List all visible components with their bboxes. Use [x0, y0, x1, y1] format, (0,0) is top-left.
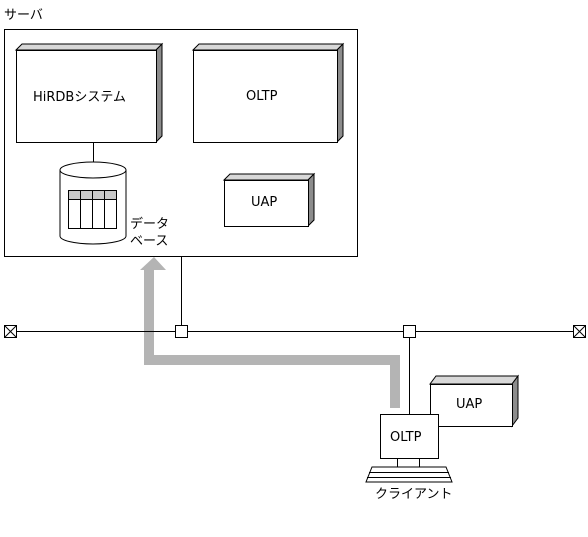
server-network-tap — [175, 325, 188, 338]
client-uap-label: UAP — [456, 397, 483, 412]
server-label: サーバ — [4, 8, 43, 23]
database-label-line2: ベース — [130, 234, 169, 249]
client-terminal-icon — [365, 459, 453, 483]
database-label-line1: データ — [130, 217, 170, 232]
terminator-right-icon — [573, 325, 586, 338]
hirdb-system-box — [14, 42, 164, 144]
server-oltp-box — [191, 42, 345, 144]
client-oltp-label: OLTP — [390, 430, 422, 445]
client-oltp-box — [380, 414, 439, 459]
terminator-left-icon — [4, 325, 17, 338]
database-cylinder — [59, 161, 127, 245]
server-uap-label: UAP — [251, 195, 278, 210]
hirdb-system-label: HiRDBシステム — [33, 90, 126, 105]
client-label: クライアント — [375, 487, 453, 502]
client-network-tap — [403, 325, 416, 338]
client-uap-box — [429, 374, 519, 428]
server-uap-box — [222, 172, 316, 228]
server-oltp-label: OLTP — [246, 89, 278, 104]
